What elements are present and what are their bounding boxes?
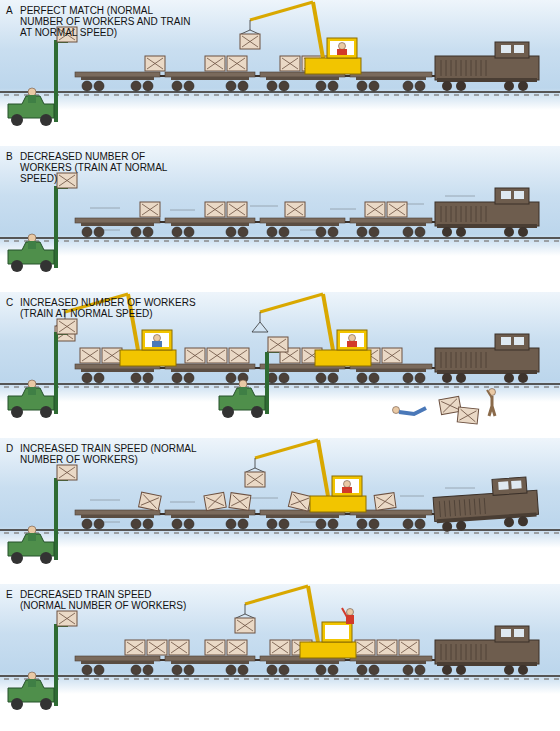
crate bbox=[205, 56, 225, 71]
crane bbox=[235, 586, 356, 658]
crate bbox=[57, 611, 77, 626]
crate bbox=[268, 337, 288, 352]
locomotive bbox=[435, 188, 539, 237]
flatcars bbox=[75, 218, 437, 237]
crate bbox=[229, 493, 251, 511]
crate bbox=[205, 202, 225, 217]
panel-caption: PERFECT MATCH (NORMAL NUMBER OF WORKERS … bbox=[20, 5, 198, 38]
flatcars bbox=[75, 364, 437, 383]
crate bbox=[245, 472, 265, 487]
panel-letter: D bbox=[6, 443, 20, 454]
crate bbox=[185, 348, 205, 363]
crate bbox=[270, 640, 290, 655]
panel-caption: INCREASED NUMBER OF WORKERS (TRAIN AT NO… bbox=[20, 297, 198, 319]
crate bbox=[387, 202, 407, 217]
crate bbox=[125, 640, 145, 655]
crate bbox=[139, 492, 162, 511]
crate bbox=[102, 348, 122, 363]
flatcars bbox=[75, 656, 437, 675]
forklift bbox=[8, 173, 77, 272]
crate bbox=[57, 465, 77, 480]
crate bbox=[355, 640, 375, 655]
panel bbox=[0, 292, 560, 424]
panel-letter: C bbox=[6, 297, 20, 308]
forklift bbox=[219, 337, 288, 418]
crate bbox=[227, 202, 247, 217]
crate bbox=[229, 348, 249, 363]
crate bbox=[207, 348, 227, 363]
crane bbox=[252, 294, 371, 366]
crate bbox=[382, 348, 402, 363]
panel bbox=[0, 146, 560, 272]
flatcars bbox=[75, 72, 437, 91]
track bbox=[0, 92, 560, 95]
crate bbox=[240, 34, 260, 49]
crate bbox=[374, 493, 396, 511]
flatcars bbox=[75, 510, 437, 529]
locomotive bbox=[432, 476, 539, 532]
track bbox=[0, 676, 560, 679]
crate bbox=[57, 319, 77, 334]
crate bbox=[205, 640, 225, 655]
crate bbox=[235, 618, 255, 633]
worker bbox=[487, 389, 496, 417]
panel bbox=[0, 584, 560, 710]
panel-letter: A bbox=[6, 5, 20, 16]
crate bbox=[169, 640, 189, 655]
crate bbox=[288, 492, 311, 511]
panel-letter: E bbox=[6, 589, 20, 600]
locomotive bbox=[435, 334, 539, 383]
crate bbox=[227, 640, 247, 655]
panel bbox=[0, 438, 560, 564]
forklift bbox=[8, 611, 77, 710]
panel-letter: B bbox=[6, 151, 20, 162]
crate bbox=[57, 173, 77, 188]
crate bbox=[399, 640, 419, 655]
panel-caption: INCREASED TRAIN SPEED (NORMAL NUMBER OF … bbox=[20, 443, 198, 465]
crate bbox=[457, 407, 478, 424]
track bbox=[0, 530, 560, 533]
crate bbox=[227, 56, 247, 71]
panel bbox=[0, 0, 560, 126]
crate bbox=[147, 640, 167, 655]
panel-caption: DECREASED TRAIN SPEED (NORMAL NUMBER OF … bbox=[20, 589, 198, 611]
worker bbox=[393, 407, 427, 415]
crane bbox=[245, 440, 366, 512]
crate bbox=[285, 202, 305, 217]
crate bbox=[204, 492, 226, 510]
crate bbox=[140, 202, 160, 217]
track bbox=[0, 384, 560, 387]
crate bbox=[280, 56, 300, 71]
forklift bbox=[8, 27, 77, 126]
crane bbox=[240, 2, 361, 74]
locomotive bbox=[435, 42, 539, 91]
panel-caption: DECREASED NUMBER OF WORKERS (TRAIN AT NO… bbox=[20, 151, 198, 184]
track bbox=[0, 238, 560, 241]
forklift bbox=[8, 465, 77, 564]
locomotive bbox=[435, 626, 539, 675]
crate bbox=[145, 56, 165, 71]
forklift bbox=[8, 319, 77, 418]
crate bbox=[377, 640, 397, 655]
crate bbox=[365, 202, 385, 217]
crate bbox=[80, 348, 100, 363]
